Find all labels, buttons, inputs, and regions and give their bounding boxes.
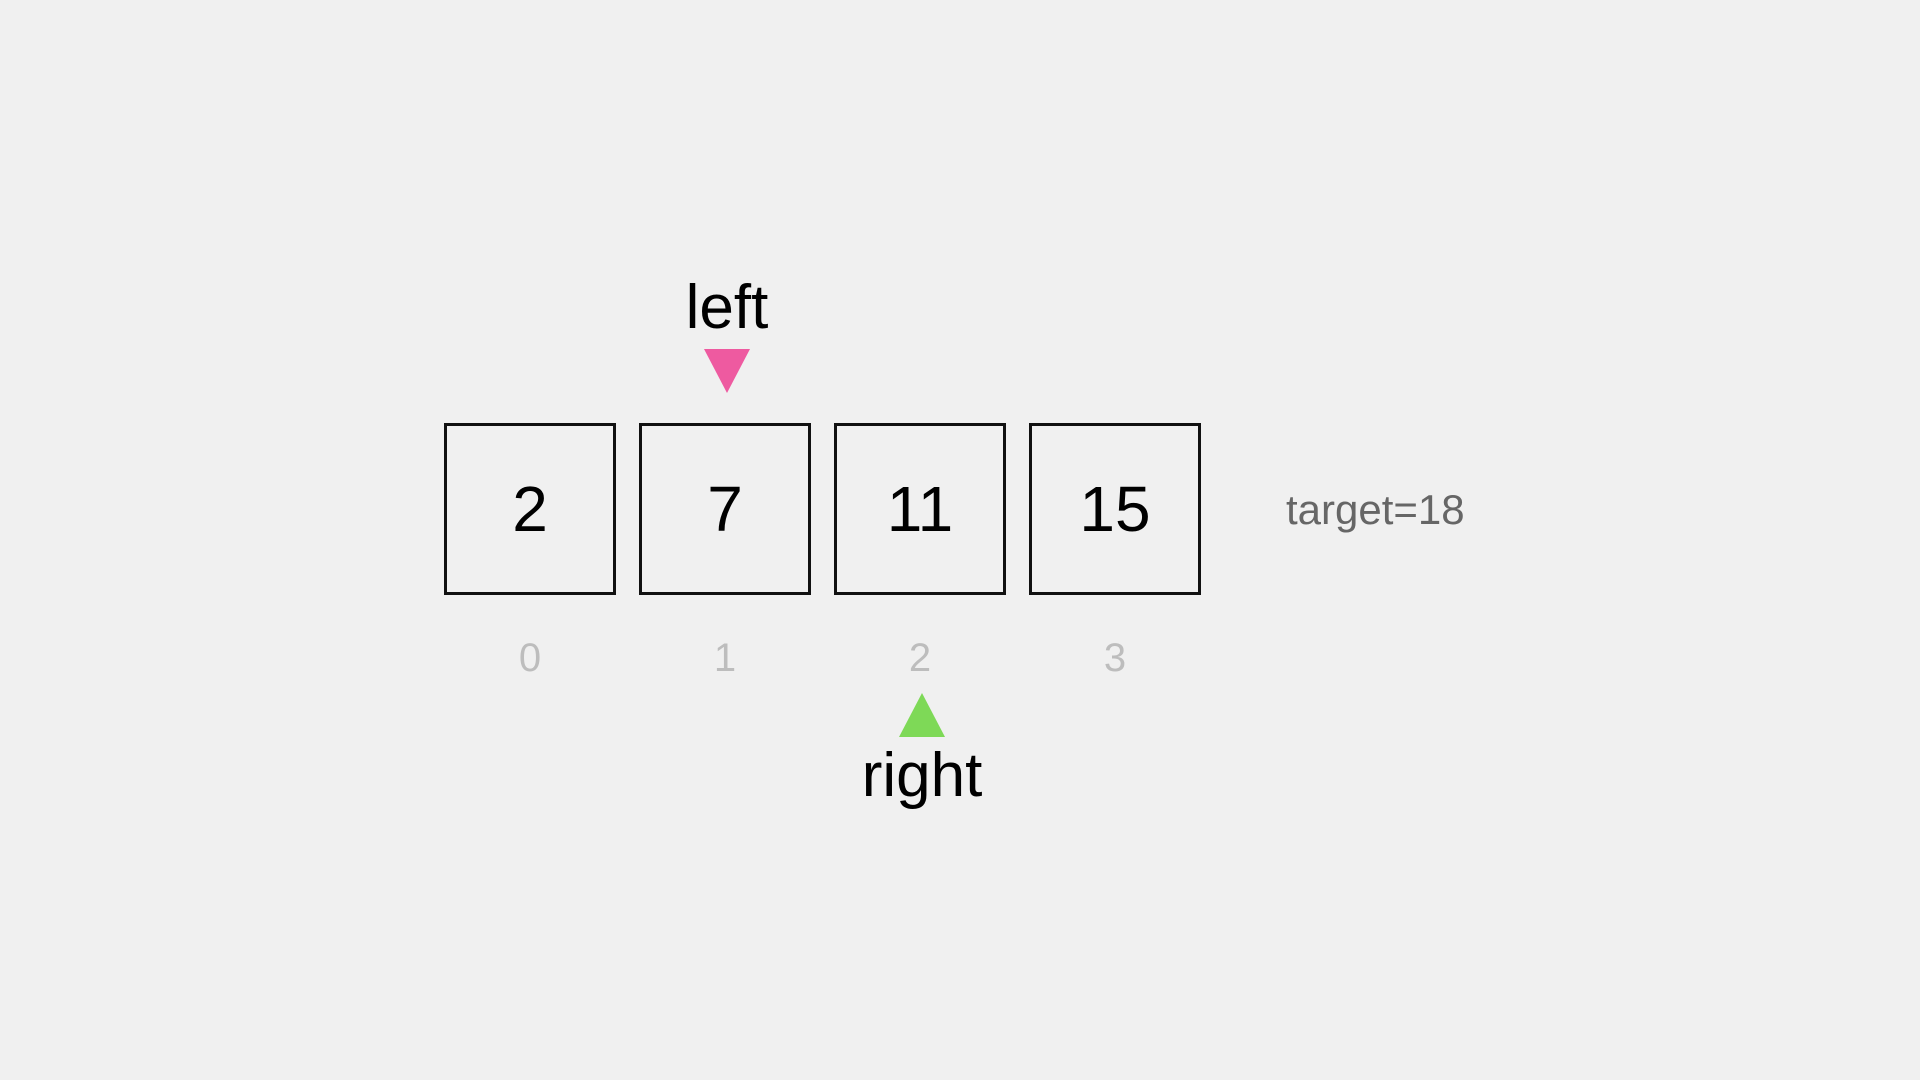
right-pointer-label: right bbox=[861, 741, 983, 810]
array-index-2: 2 bbox=[908, 636, 932, 680]
left-pointer-label: left bbox=[685, 273, 769, 342]
array-index-3: 3 bbox=[1103, 636, 1127, 680]
array-cell-3: 15 bbox=[1029, 423, 1201, 595]
right-pointer-arrow bbox=[899, 693, 945, 737]
array-cell-1: 7 bbox=[639, 423, 811, 595]
target-label: target=18 bbox=[1286, 486, 1465, 533]
array-index-1: 1 bbox=[713, 636, 737, 680]
left-pointer-arrow bbox=[704, 349, 750, 393]
array-index-0: 0 bbox=[518, 636, 542, 680]
array-cell-0: 2 bbox=[444, 423, 616, 595]
array-cell-2: 11 bbox=[834, 423, 1006, 595]
